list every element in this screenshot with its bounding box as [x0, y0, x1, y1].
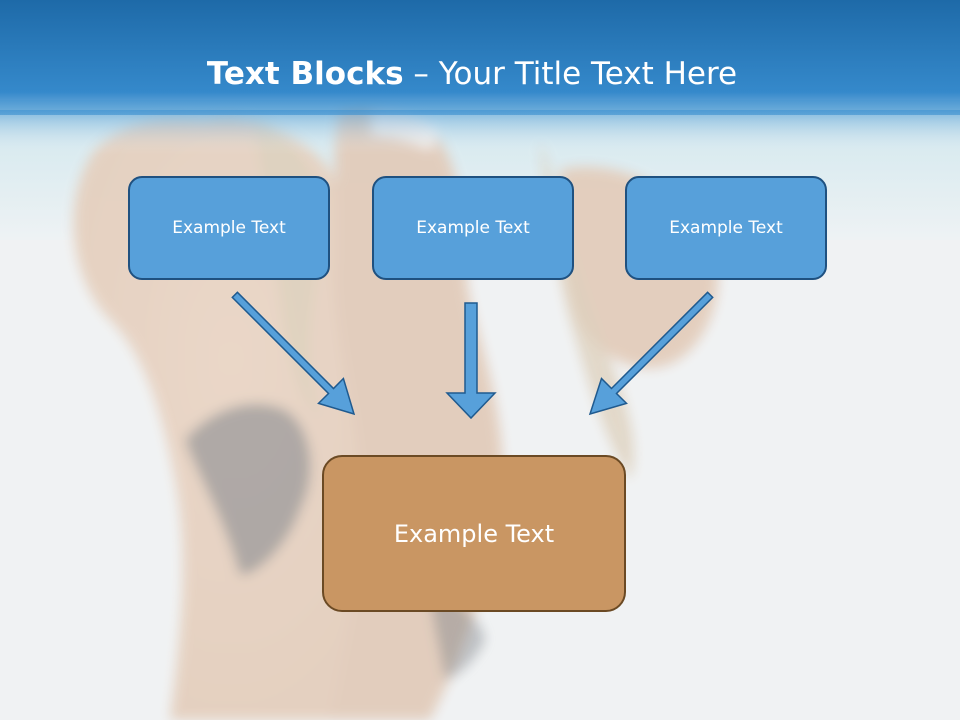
text-block-center: Example Text: [372, 176, 574, 280]
arrow-right-diagonal: [588, 291, 714, 416]
title-rest: Your Title Text Here: [438, 56, 738, 92]
header-band: [0, 0, 960, 115]
text-block-center-label: Example Text: [416, 218, 530, 238]
text-block-result: Example Text: [322, 455, 626, 612]
slide-title: Text Blocks – Your Title Text Here: [0, 52, 944, 96]
text-block-left-label: Example Text: [172, 218, 286, 238]
text-block-result-label: Example Text: [393, 519, 555, 548]
arrow-left-diagonal: [231, 291, 356, 416]
text-block-right-label: Example Text: [669, 218, 783, 238]
title-dash: –: [403, 56, 439, 92]
title-bold: Text Blocks: [206, 56, 404, 92]
arrows: [231, 291, 714, 420]
arrow-center-down: [445, 302, 497, 420]
text-block-right: Example Text: [625, 176, 827, 280]
text-block-left: Example Text: [128, 176, 330, 280]
